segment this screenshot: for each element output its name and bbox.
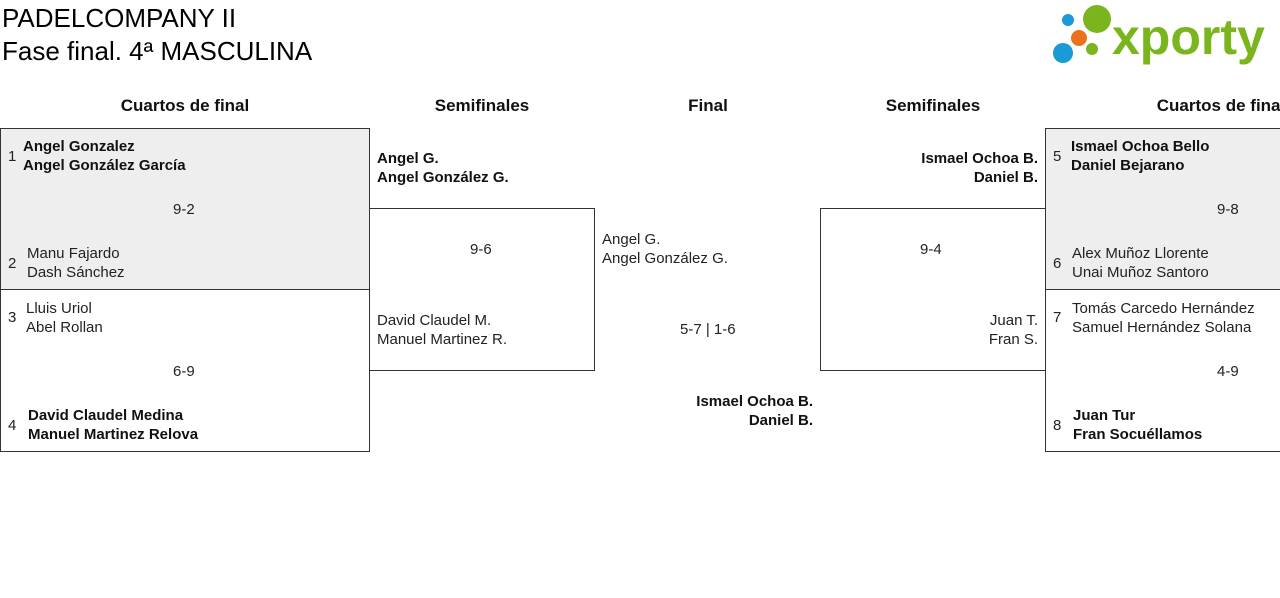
quarterfinal-match-2[interactable]: 3 Lluis Uriol Abel Rollan 6-9 4 David Cl…: [0, 289, 370, 452]
player-name: Daniel B.: [973, 169, 1038, 186]
player-name: David Claudel Medina: [28, 407, 184, 424]
team-bottom: Juan Tur Fran Socuéllamos: [1073, 406, 1202, 444]
player-name: Manuel Martinez R.: [377, 331, 508, 348]
match-score: 9-8: [1217, 201, 1239, 218]
team-top: Ismael Ochoa Bello Daniel Bejarano: [1071, 137, 1209, 175]
seed-number: 1: [8, 148, 17, 165]
quarterfinal-match-1[interactable]: 1 Angel Gonzalez Angel González García 9…: [0, 128, 370, 290]
team-bottom: Juan T. Fran S.: [989, 311, 1038, 349]
quarterfinal-match-3[interactable]: 5 Ismael Ochoa Bello Daniel Bejarano 9-8…: [1045, 128, 1280, 290]
match-score: 6-9: [173, 363, 195, 380]
player-name: Ismael Ochoa B.: [921, 150, 1038, 167]
match-score: 9-6: [470, 241, 492, 258]
seed-number: 8: [1053, 417, 1062, 434]
team-bottom: David Claudel Medina Manuel Martinez Rel…: [28, 406, 198, 444]
logo-dot-green: [1083, 5, 1111, 33]
seed-number: 2: [8, 255, 17, 272]
player-name: Daniel Bejarano: [1071, 157, 1185, 174]
player-name: Ismael Ochoa B.: [696, 393, 813, 410]
player-name: Dash Sánchez: [27, 264, 125, 281]
round-header-final: Final: [688, 96, 728, 115]
player-name: Lluis Uriol: [26, 300, 92, 317]
player-name: Daniel B.: [748, 412, 813, 429]
round-header-semis-right: Semifinales: [885, 96, 981, 115]
round-header-semis-left: Semifinales: [434, 96, 530, 115]
logo-dot-blue: [1053, 43, 1073, 63]
xporty-logo: xporty: [1053, 5, 1265, 65]
final-team-bottom: Ismael Ochoa B. Daniel B.: [696, 392, 813, 430]
seed-number: 7: [1053, 309, 1062, 326]
match-score: 4-9: [1217, 363, 1239, 380]
player-name: Manu Fajardo: [27, 245, 120, 262]
semifinal-left-team-top: Angel G. Angel González G.: [377, 149, 509, 187]
logo-dot-green-small: [1086, 43, 1098, 55]
match-score: 9-2: [173, 201, 195, 218]
title-line-2: Fase final. 4ª MASCULINA: [2, 36, 313, 66]
player-name: Samuel Hernández Solana: [1072, 319, 1252, 336]
tournament-title: PADELCOMPANY II Fase final. 4ª MASCULINA: [2, 2, 312, 68]
player-name: Ismael Ochoa Bello: [1071, 138, 1210, 155]
logo-dot-blue-small: [1062, 14, 1074, 26]
player-name: Fran S.: [988, 331, 1038, 348]
player-name: Abel Rollan: [26, 319, 103, 336]
seed-number: 4: [8, 417, 17, 434]
match-score: 9-4: [920, 241, 942, 258]
player-name: Angel G.: [377, 150, 439, 167]
round-header-quarters-left: Cuartos de final: [120, 96, 250, 115]
player-name: Unai Muñoz Santoro: [1072, 264, 1209, 281]
player-name: Angel G.: [602, 231, 661, 248]
team-bottom: David Claudel M. Manuel Martinez R.: [377, 311, 507, 349]
team-bottom: Alex Muñoz Llorente Unai Muñoz Santoro: [1072, 244, 1209, 282]
player-name: Manuel Martinez Relova: [28, 426, 199, 443]
seed-number: 5: [1053, 148, 1062, 165]
player-name: Angel González García: [23, 157, 186, 174]
team-top: Tomás Carcedo Hernández Samuel Hernández…: [1072, 299, 1255, 337]
logo-text: xporty: [1112, 9, 1265, 65]
player-name: Juan T.: [989, 312, 1038, 329]
semifinal-match-right[interactable]: 9-4 Juan T. Fran S.: [820, 208, 1046, 371]
seed-number: 3: [8, 309, 17, 326]
player-name: Angel González G.: [602, 250, 728, 267]
player-name: David Claudel M.: [377, 312, 492, 329]
player-name: Angel Gonzalez: [23, 138, 135, 155]
player-name: Alex Muñoz Llorente: [1072, 245, 1209, 262]
title-line-1: PADELCOMPANY II: [2, 3, 237, 33]
logo-dot-orange: [1071, 30, 1087, 46]
player-name: Angel González G.: [377, 169, 509, 186]
semifinal-match-left[interactable]: 9-6 David Claudel M. Manuel Martinez R.: [369, 208, 595, 371]
player-name: Tomás Carcedo Hernández: [1072, 300, 1255, 317]
semifinal-right-team-top: Ismael Ochoa B. Daniel B.: [921, 149, 1038, 187]
player-name: Fran Socuéllamos: [1073, 426, 1203, 443]
match-score: 5-7 | 1-6: [680, 321, 736, 338]
team-bottom: Manu Fajardo Dash Sánchez: [27, 244, 125, 282]
final-team-top: Angel G. Angel González G.: [602, 230, 728, 268]
player-name: Juan Tur: [1073, 407, 1136, 424]
final-match[interactable]: Angel G. Angel González G. 5-7 | 1-6 Ism…: [594, 208, 820, 452]
quarterfinal-match-4[interactable]: 7 Tomás Carcedo Hernández Samuel Hernánd…: [1045, 289, 1280, 452]
seed-number: 6: [1053, 255, 1062, 272]
round-header-quarters-right: Cuartos de final: [1156, 96, 1280, 115]
team-top: Lluis Uriol Abel Rollan: [26, 299, 103, 337]
team-top: Angel Gonzalez Angel González García: [23, 137, 186, 175]
